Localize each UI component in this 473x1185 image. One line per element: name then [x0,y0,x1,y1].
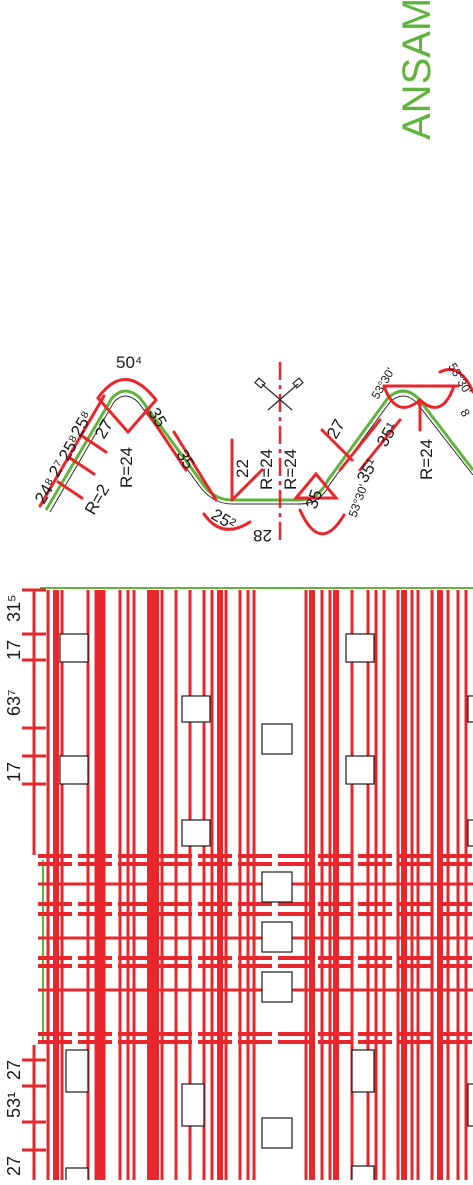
profile-label: R=24 [417,439,436,480]
plan-crossbars [38,854,473,1044]
profile-label: R=24 [117,447,136,488]
profile-label: R=24 [281,449,300,490]
plan-box [467,695,473,723]
plan-boxes [59,633,473,1185]
profile-label: 53°30' [445,361,473,397]
plan-box [345,755,375,785]
plan-box [467,1083,473,1127]
profile-label: 50⁴ [116,353,142,372]
dimension-label: 17 [4,640,24,660]
dimension-label: 27 [4,1156,24,1176]
profile-dimensions [38,368,473,536]
plan-box [467,819,473,847]
plan-section [22,587,473,1185]
profile-label: 28 [253,526,272,545]
profile-labels: 24⁸ 2⁷ 25⁸ 25⁸ 27 R=2 R=24 50⁴ 35 35 25²… [31,353,473,545]
plan-box [59,633,89,663]
dimension-label: 31⁵ [4,595,24,622]
plan-dimension-ticks [22,588,46,1152]
profile-section [38,362,473,545]
dimension-label: 17 [4,762,24,782]
plan-box [351,1165,375,1185]
profile-label: 53°30' [346,482,371,519]
dimension-label: 27 [4,1060,24,1080]
plan-box [181,695,211,723]
profile-line-outer [44,389,473,511]
plan-box [261,921,293,953]
plan-box [261,723,293,755]
plan-box [351,1049,375,1093]
plan-box [345,633,375,663]
profile-label: R=24 [257,449,276,490]
plan-box [261,971,293,1003]
dimension-label: 63⁷ [4,689,24,716]
dimension-label: 53¹ [4,1092,24,1118]
roll-mark [254,377,304,411]
plan-box [59,755,89,785]
plan-box [65,1049,89,1093]
profile-label: R=2 [81,481,113,518]
plan-box [181,819,211,847]
profile-label: 35 [173,447,199,473]
plan-box [261,871,293,903]
plan-dimension-labels: 31⁵ 17 63⁷ 17 27 53¹ 27 [4,595,24,1176]
plan-box [261,1117,293,1149]
profile-label: 53°30' [368,365,397,401]
profile-line-inner [49,395,473,513]
profile-label: 22 [233,459,252,478]
plan-box [181,1083,205,1127]
plan-box [65,1167,89,1185]
profile-label: 35¹ [353,455,382,486]
profile-label: 8 [457,407,473,420]
drawing-title: ANSAMB [395,0,439,140]
profile-label: 27 [323,416,349,442]
